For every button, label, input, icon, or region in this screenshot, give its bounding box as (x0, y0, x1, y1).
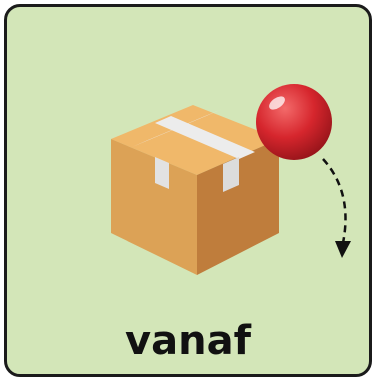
illustration (111, 84, 351, 275)
ball-icon (256, 84, 332, 160)
motion-arrow-icon (322, 158, 351, 258)
box-icon (111, 105, 279, 275)
flashcard: vanaf (4, 4, 372, 377)
card-word: vanaf (125, 318, 251, 364)
